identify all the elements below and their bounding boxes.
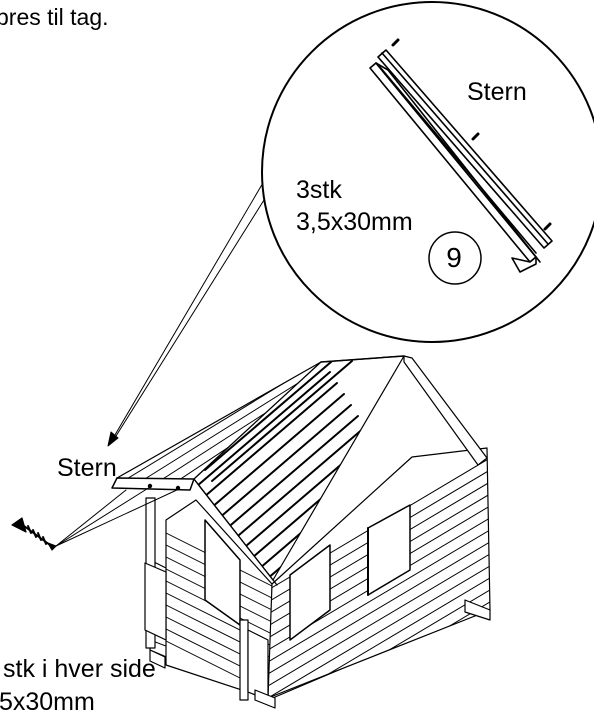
screw-icon [11, 517, 57, 551]
screw-leader-lines [55, 486, 180, 547]
instruction-text: pres til tag. [0, 4, 109, 30]
stern-board-detail [369, 38, 553, 273]
detail-circle [261, 1, 594, 343]
step-number-badge [428, 231, 482, 285]
quantity-label: stk i hver side [3, 655, 156, 683]
playhouse [111, 355, 491, 709]
screw-size-label: ,5x30mm [0, 688, 95, 716]
detail-quantity-label: 3stk [296, 176, 342, 204]
leader-lines [107, 175, 268, 447]
detail-screw-size-label: 3,5x30mm [296, 208, 413, 236]
part-label: Stern [57, 454, 117, 482]
step-number: 9 [446, 242, 462, 273]
detail-part-label: Stern [467, 78, 527, 106]
